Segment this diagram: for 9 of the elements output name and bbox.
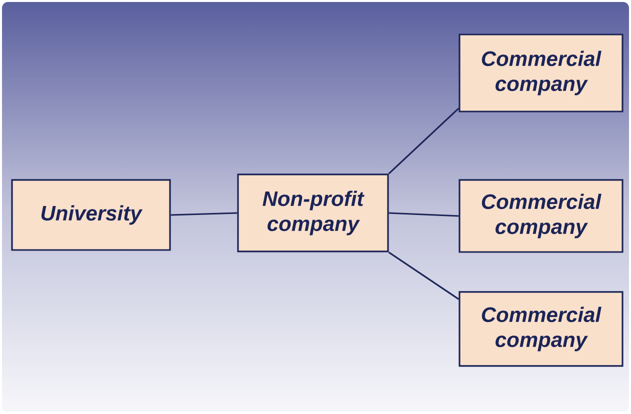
- connector-line: [388, 252, 460, 300]
- connector-line: [388, 212, 459, 217]
- entity-box: Commercial company: [458, 291, 624, 367]
- entity-box: Non-profit company: [237, 174, 389, 252]
- entity-box: Commercial company: [458, 179, 624, 253]
- connector-line: [170, 212, 238, 216]
- entity-box: University: [11, 179, 171, 251]
- entity-box: Commercial company: [458, 34, 624, 112]
- connector-line: [388, 108, 460, 174]
